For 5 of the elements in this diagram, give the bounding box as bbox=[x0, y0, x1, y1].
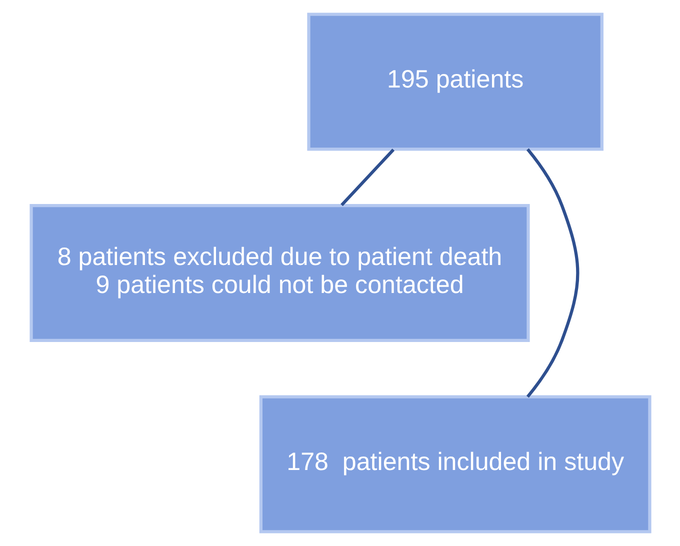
connector bbox=[526, 148, 579, 398]
node-box: 195 patients bbox=[306, 12, 603, 151]
node-box: 8 patients excluded due to patient death 9 patients could not be contacted bbox=[29, 204, 530, 342]
connector bbox=[340, 148, 394, 206]
node-box: 178 patients included in study bbox=[258, 395, 651, 534]
